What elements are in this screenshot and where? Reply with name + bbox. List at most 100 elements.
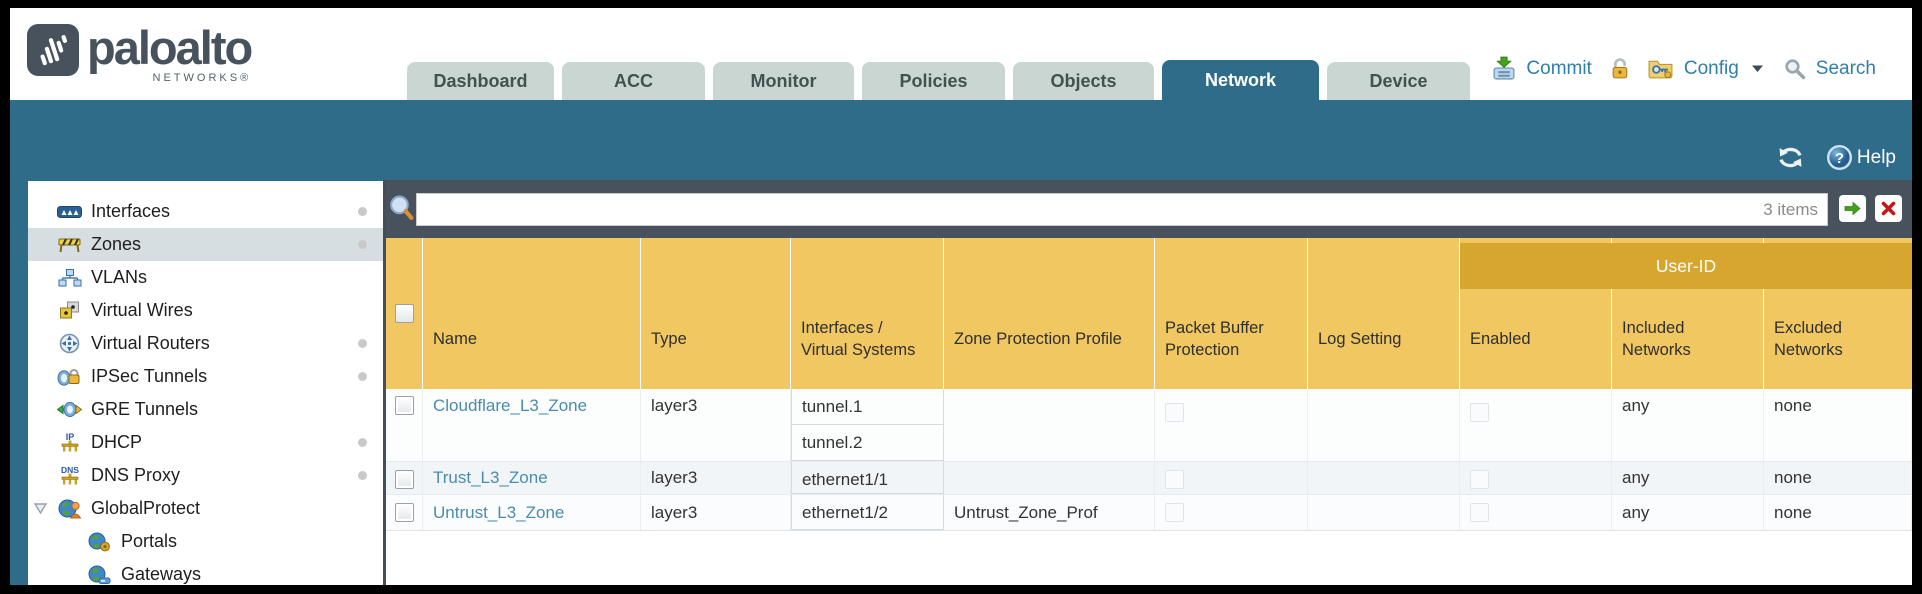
gateways-icon [86,565,113,585]
column-header-enabled[interactable]: Enabled [1460,238,1612,389]
column-header-excluded-networks[interactable]: Excluded Networks [1774,318,1843,359]
user-id-enabled-checkbox[interactable] [1470,403,1489,422]
commit-icon[interactable] [1491,56,1516,81]
zone-type: layer3 [641,389,791,461]
left-edge-strip [10,100,28,585]
tab-dashboard[interactable]: Dashboard [407,62,554,100]
sidebar-item-label: DHCP [91,432,143,452]
sidebar-item-zones[interactable]: Zones [28,228,383,261]
sidebar-item-label: Virtual Wires [91,300,193,320]
user-id-enabled-checkbox[interactable] [1470,470,1489,489]
column-header-included-networks[interactable]: Included Networks [1612,238,1764,389]
items-count: 3 items [1763,199,1818,219]
column-header-log-setting[interactable]: Log Setting [1308,238,1460,389]
search-button[interactable]: Search [1815,57,1876,79]
tab-objects[interactable]: Objects [1013,62,1154,100]
sub-header-band: ? Help [10,100,1912,181]
help-label[interactable]: Help [1856,146,1896,168]
paloalto-logo: paloalto NETWORKS® [27,21,253,84]
lock-icon[interactable] [1610,57,1631,80]
sidebar-item-dhcp[interactable]: IP DHCP [28,426,383,459]
commit-button[interactable]: Commit [1526,57,1592,79]
sidebar-item-label: GlobalProtect [91,498,201,518]
zone-interfaces: ethernet1/1 [791,462,944,494]
packet-buffer-protection-checkbox[interactable] [1165,470,1184,489]
sidebar-item-label: GRE Tunnels [91,399,199,419]
column-header-zone-protection-profile[interactable]: Zone Protection Profile [944,238,1155,389]
log-setting [1308,495,1460,530]
sidebar-item-virtual-wires[interactable]: Virtual Wires [28,294,383,327]
zone-protection-profile [944,389,1155,461]
virtual-wires-icon [56,301,83,320]
sidebar-item-label: Interfaces [91,201,171,221]
sidebar-item-gre-tunnels[interactable]: GRE Tunnels [28,393,383,426]
tab-monitor[interactable]: Monitor [713,62,854,100]
network-sidebar: Interfaces Zones VLANs [28,181,383,585]
help-icon[interactable]: ? [1826,144,1853,171]
tab-acc[interactable]: ACC [562,62,705,100]
table-row: Trust_L3_Zone layer3 ethernet1/1 any non… [386,462,1912,495]
log-setting [1308,389,1460,461]
column-header-interfaces[interactable]: Interfaces / Virtual Systems [791,238,944,389]
search-icon[interactable] [1784,58,1806,80]
logo-brand-text: paloalto [87,21,253,74]
row-checkbox[interactable] [394,470,414,489]
status-dot [358,438,367,447]
zones-table-body: Cloudflare_L3_Zone layer3 tunnel.1 tunne… [386,389,1912,531]
dns-proxy-icon: DNS [56,465,83,486]
included-networks: any [1612,389,1764,461]
sidebar-item-gateways[interactable]: Gateways [28,558,383,585]
sidebar-item-interfaces[interactable]: Interfaces [28,195,383,228]
refresh-icon[interactable] [1777,146,1804,169]
row-checkbox[interactable] [394,396,414,415]
zone-name-link[interactable]: Untrust_L3_Zone [433,503,565,522]
svg-text:IP: IP [65,432,74,442]
status-dot [358,471,367,480]
sidebar-item-vlans[interactable]: VLANs [28,261,383,294]
sidebar-item-globalprotect[interactable]: GlobalProtect [28,492,383,525]
select-all-checkbox[interactable] [394,304,414,323]
config-icon[interactable] [1647,57,1674,80]
column-header-type[interactable]: Type [641,238,791,389]
table-row: Untrust_L3_Zone layer3 ethernet1/2 Untru… [386,495,1912,531]
sidebar-item-virtual-routers[interactable]: Virtual Routers [28,327,383,360]
user-id-group-header: User-ID [1460,243,1912,289]
zones-icon [56,236,83,253]
column-header-name[interactable]: Name [423,238,641,389]
sidebar-item-label: Virtual Routers [91,333,210,353]
zone-type: layer3 [641,495,791,530]
interface-entry: tunnel.2 [791,425,944,461]
apply-filter-button[interactable] [1839,195,1866,222]
row-checkbox[interactable] [394,503,414,522]
user-id-enabled-checkbox[interactable] [1470,503,1489,522]
tree-expand-icon[interactable] [33,502,48,515]
sidebar-item-label: VLANs [91,267,148,287]
status-dot [358,372,367,381]
sidebar-item-dns-proxy[interactable]: DNS DNS Proxy [28,459,383,492]
zone-name-link[interactable]: Trust_L3_Zone [433,468,548,487]
filter-input-box: 3 items [416,193,1828,226]
packet-buffer-protection-checkbox[interactable] [1165,403,1184,422]
tab-device[interactable]: Device [1327,62,1470,100]
zones-main-panel: 3 items Name Type Interfaces / Virtual S… [383,180,1912,585]
tab-network[interactable]: Network [1162,60,1319,100]
column-header-packet-buffer-protection[interactable]: Packet Buffer Protection [1155,238,1308,389]
top-header-band: paloalto NETWORKS® Dashboard ACC Monitor… [10,8,1912,100]
packet-buffer-protection-checkbox[interactable] [1165,503,1184,522]
config-menu[interactable]: Config [1683,57,1739,79]
firewall-webui-window: paloalto NETWORKS® Dashboard ACC Monitor… [10,8,1912,585]
zone-name-link[interactable]: Cloudflare_L3_Zone [433,396,588,415]
clear-filter-button[interactable] [1875,195,1902,222]
zone-type: layer3 [641,462,791,494]
sidebar-item-portals[interactable]: Portals [28,525,383,558]
vlans-icon [56,268,83,287]
excluded-networks: none [1764,389,1912,461]
chevron-down-icon[interactable] [1751,64,1764,73]
table-row: Cloudflare_L3_Zone layer3 tunnel.1 tunne… [386,389,1912,462]
status-dot [358,240,367,249]
tab-policies[interactable]: Policies [862,62,1005,100]
sidebar-item-ipsec-tunnels[interactable]: IPSec Tunnels [28,360,383,393]
zone-protection-profile: Untrust_Zone_Prof [944,495,1155,530]
filter-input[interactable] [417,196,1764,223]
log-setting [1308,462,1460,494]
